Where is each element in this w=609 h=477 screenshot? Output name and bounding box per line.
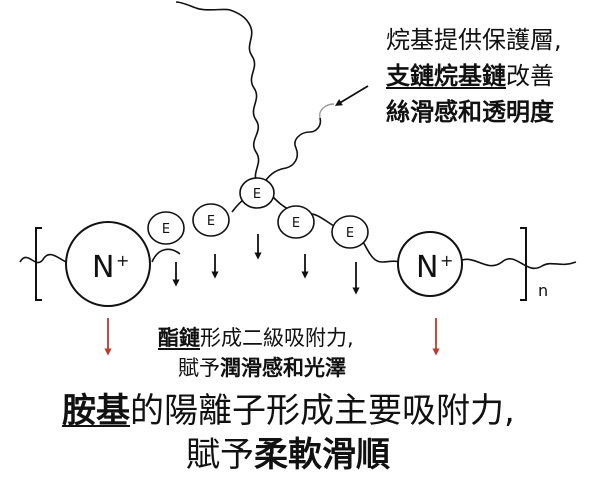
amine-group-term: 胺基 [62, 391, 130, 431]
repeat-subscript: n [538, 281, 548, 300]
ester-label-4: E [292, 216, 300, 231]
annotation-ester-line2-plain: 賦予 [178, 356, 220, 380]
cation-circle-left [65, 221, 151, 307]
ester-label-5: E [346, 226, 354, 241]
annotation-ester-line1: 酯鏈形成二級吸附力, [158, 328, 354, 349]
ester-circle-3 [239, 177, 275, 209]
cation-charge-right: + [440, 251, 453, 270]
cation-label-right: N [416, 250, 438, 285]
ester-label-2: E [207, 214, 215, 229]
pointer-arrow [334, 85, 369, 106]
ester-circle-5 [331, 215, 369, 249]
cation-charge-left: + [116, 251, 129, 270]
ester-circle-1 [147, 211, 185, 245]
ester-circle-4 [277, 205, 315, 239]
ester-circle-2 [192, 203, 230, 237]
cation-circle-right [397, 231, 463, 297]
annotation-alkyl-line2-rest: 改善 [506, 62, 554, 90]
annotation-alkyl-line2: 支鏈烷基鏈改善 [386, 64, 554, 88]
annotation-alkyl-line1: 烷基提供保護層, [386, 26, 562, 54]
annotation-amine-line1-rest: 的陽離子形成主要吸附力, [130, 391, 515, 431]
alkyl-chain-branch [261, 117, 322, 187]
alkyl-chain-main [175, 1, 260, 185]
annotation-ester-line2: 賦予潤滑感和光澤 [178, 358, 346, 379]
annotation-ester-line1-rest: 形成二級吸附力, [200, 326, 354, 350]
annotation-amine-line2-plain: 賦予 [186, 435, 254, 475]
cation-label-left: N [92, 250, 114, 285]
bracket-left [35, 227, 42, 301]
annotation-amine-line2: 賦予柔軟滑順 [186, 438, 390, 472]
annotation-ester-line2-bold: 潤滑感和光澤 [220, 356, 346, 380]
branched-alkyl-chain-term: 支鏈烷基鏈 [386, 62, 506, 90]
alkyl-chain-branch-faint [319, 103, 335, 119]
bracket-right [520, 227, 527, 301]
ester-label-3: E [253, 187, 261, 202]
ester-label-1: E [162, 222, 170, 237]
annotation-alkyl-line3: 絲滑感和透明度 [386, 98, 554, 126]
ester-chain-term: 酯鏈 [158, 326, 200, 350]
annotation-amine-line1: 胺基的陽離子形成主要吸附力, [62, 394, 515, 428]
annotation-amine-line2-bold: 柔軟滑順 [254, 435, 390, 475]
